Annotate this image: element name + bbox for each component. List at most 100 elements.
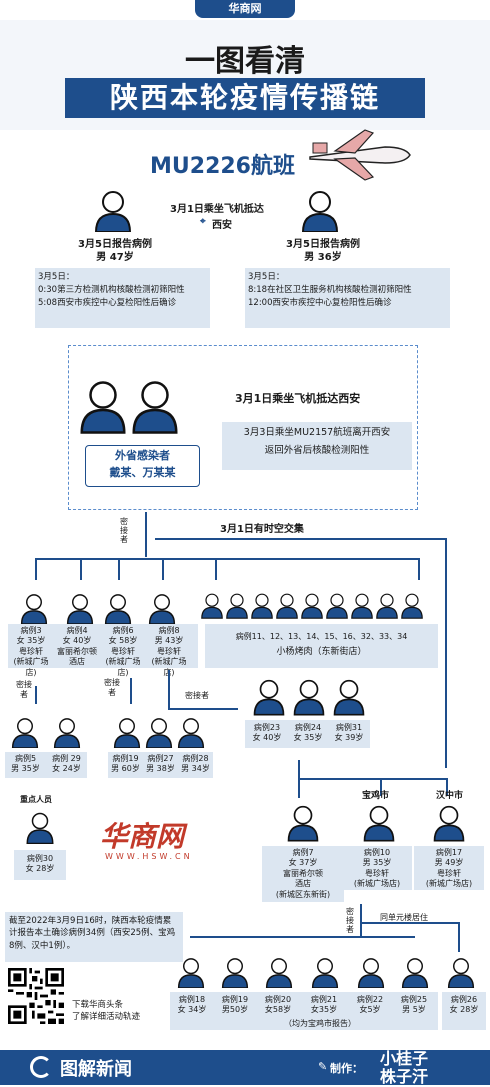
airplane-icon	[309, 129, 411, 181]
case-label: 病例23 女 40岁	[252, 723, 282, 743]
case-label: 病例10 男 35岁 粤珍轩 (新城广场店)	[353, 848, 401, 889]
case-label: 病例21 女35岁	[310, 995, 338, 1015]
maker-1: 小桂子	[380, 1049, 429, 1068]
person-icon	[226, 593, 248, 619]
connector-line	[298, 760, 300, 780]
connector-line	[168, 708, 238, 710]
connector-line	[380, 778, 382, 796]
case-b-info: 男 36岁	[304, 252, 342, 263]
person-icon	[132, 381, 178, 434]
case-a-event1: 0:30第三方检测机构核酸检测初筛阳性	[38, 284, 185, 295]
outside-names: 戴某、万某某	[109, 465, 176, 479]
case-a-title: 3月5日报告病例 男 47岁	[60, 238, 170, 264]
connector-line	[35, 558, 37, 580]
footer-maker-label: 制作：	[330, 1062, 363, 1075]
person-icon	[20, 594, 48, 624]
brand-logo: 华商网	[195, 0, 295, 18]
outside-leave: 3月3日乘坐MU2157航班离开西安	[243, 427, 391, 438]
connector-line	[80, 558, 82, 580]
case-label: 病例7 女 37岁 富丽希尔顿 酒店 (新城区东新街)	[275, 848, 331, 899]
city-hanzhong: 汉中市	[436, 791, 464, 801]
footer-makers: 小桂子 株子汗	[380, 1049, 429, 1087]
watermark-logo: 华商网	[100, 820, 185, 853]
case30-bg	[14, 850, 66, 880]
brand-swirl-icon	[30, 1056, 52, 1078]
person-icon	[433, 805, 465, 842]
person-icon	[148, 594, 176, 624]
person-icon	[11, 718, 39, 748]
group-cases-place: 小杨烤肉（东新街店）	[276, 647, 367, 658]
case-a-info: 男 47岁	[96, 252, 134, 263]
flight-code: MU2226航班	[150, 154, 295, 179]
case-b-date: 3月5日：	[248, 272, 285, 282]
maker-2: 株子汗	[380, 1067, 429, 1087]
connector-line	[162, 558, 164, 580]
person-icon	[301, 191, 339, 232]
connector-line	[445, 538, 447, 768]
person-icon	[301, 593, 323, 619]
case-label: 病例19 男 60岁	[111, 754, 140, 774]
case-label: 病例28 男 34岁	[181, 754, 210, 774]
arrival-location: 西安	[212, 220, 232, 231]
person-icon	[293, 679, 325, 716]
qr-code[interactable]	[8, 968, 64, 1024]
person-icon	[401, 593, 423, 619]
person-icon	[265, 958, 293, 988]
person-icon	[221, 958, 249, 988]
page-title: 一图看清	[185, 44, 305, 79]
person-icon	[326, 593, 348, 619]
person-icon	[177, 958, 205, 988]
person-icon	[351, 593, 373, 619]
group-cases-box: 病例11、12、13、14、15、16、32、33、34 小杨烤肉（东新街店）	[205, 624, 438, 668]
qr-line2: 了解详细活动轨迹	[72, 1011, 141, 1022]
person-icon	[401, 958, 429, 988]
pen-icon: ✎	[318, 1060, 328, 1073]
qr-line1: 下载华商头条	[72, 1000, 124, 1010]
case26-bg	[442, 992, 486, 1030]
contact-label: 密接者	[185, 691, 209, 700]
location-pin-icon: ⌖	[200, 216, 206, 227]
case10-bg	[342, 846, 412, 890]
same-time-label: 3月1日有时空交集	[220, 524, 304, 535]
person-icon	[80, 381, 126, 434]
connector-line	[215, 558, 217, 580]
outside-result: 返回外省后核酸检测阳性	[264, 445, 370, 457]
case-a-date: 3月5日：	[38, 272, 75, 282]
person-icon	[26, 812, 54, 844]
connector-line	[360, 904, 362, 936]
person-icon	[333, 679, 365, 716]
contact-label: 密接者	[16, 680, 32, 699]
case-label: 病例25 男 5岁	[400, 995, 428, 1015]
bottom-row-bg	[170, 992, 438, 1030]
connector-line	[190, 936, 415, 938]
footer-brand: 图解新闻	[60, 1059, 132, 1080]
connector-line	[35, 686, 37, 704]
person-icon	[53, 718, 81, 748]
arrival-text: 3月1日乘坐飞机抵达	[170, 204, 264, 215]
case17-bg	[414, 846, 484, 890]
connector-line	[360, 922, 460, 924]
person-icon	[253, 679, 285, 716]
case-a-timeline: 3月5日： 0:30第三方检测机构核酸检测初筛阳性 5:08西安市疾控中心复检阳…	[35, 268, 210, 328]
case-a-event2: 5:08西安市疾控中心复检阳性后确诊	[38, 297, 177, 308]
watermark-url: WWW.HSW.CN	[105, 852, 193, 861]
case-label: 病例22 女5岁	[356, 995, 384, 1015]
case-label: 病例17 男 49岁 粤珍轩 (新城广场店)	[425, 848, 473, 889]
outside-infection-box	[68, 345, 418, 510]
case-label: 病例31 女 39岁	[334, 723, 364, 743]
case-label: 病例27 男 38岁	[146, 754, 175, 774]
case-b-title: 3月5日报告病例 男 36岁	[268, 238, 378, 264]
case-label: 病例5 男 35岁	[11, 754, 40, 774]
contact-label: 密接者	[104, 678, 120, 697]
person-icon	[94, 191, 132, 232]
bottom-note: （均为宝鸡市报告）	[284, 1019, 356, 1028]
person-icon	[201, 593, 223, 619]
case-label: 病例26 女 28岁	[449, 995, 479, 1015]
key-person-label: 重点人员	[20, 795, 52, 804]
connector-line	[446, 778, 448, 796]
connector-line	[168, 670, 170, 710]
contact-label: 密接者	[120, 517, 128, 544]
person-icon	[287, 805, 319, 842]
case-a-report: 3月5日报告病例	[78, 239, 152, 250]
row2-mid-bg	[108, 752, 213, 778]
